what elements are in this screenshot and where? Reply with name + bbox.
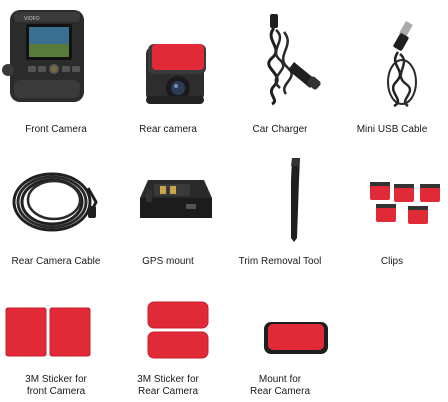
item-gps-mount: GPS mount	[112, 140, 224, 274]
mount-rear-camera-image	[224, 274, 336, 370]
item-clips: Clips	[336, 140, 448, 274]
item-rear-camera: Rear camera	[112, 0, 224, 140]
clips-image	[336, 140, 448, 252]
3m-sticker-rear-label-line1: 3M Sticker for	[137, 374, 199, 385]
mount-rear-camera-label-line1: Mount for	[258, 374, 302, 385]
item-car-charger: Car Charger	[224, 0, 336, 140]
item-3m-sticker-front: 3M Sticker for front Camera	[0, 274, 112, 402]
3m-sticker-rear-label-line2: Rear Camera	[137, 386, 199, 397]
3m-sticker-rear-image	[112, 274, 224, 370]
front-camera-image: VIOFO	[0, 0, 112, 118]
trim-removal-tool-image	[224, 140, 336, 252]
item-front-camera: VIOFO Front Camera	[0, 0, 112, 140]
gps-mount-label: GPS mount	[142, 256, 194, 267]
mount-rear-camera-label-line2: Rear Camera	[249, 386, 311, 397]
item-rear-camera-cable: Rear Camera Cable	[0, 140, 112, 274]
3m-sticker-front-label-line2: front Camera	[26, 386, 86, 397]
mini-usb-cable-label: Mini USB Cable	[356, 124, 428, 135]
3m-sticker-front-image	[0, 274, 112, 370]
item-3m-sticker-rear: 3M Sticker for Rear Camera	[112, 274, 224, 402]
item-mount-rear-camera: Mount for Rear Camera	[224, 274, 336, 402]
car-charger-label: Car Charger	[252, 124, 308, 135]
rear-camera-label: Rear camera	[139, 124, 197, 135]
front-camera-label: Front Camera	[25, 124, 87, 135]
trim-removal-tool-label: Trim Removal Tool	[238, 256, 322, 267]
mini-usb-cable-image	[336, 0, 448, 118]
rear-camera-image	[112, 0, 224, 118]
3m-sticker-front-label-line1: 3M Sticker for	[25, 374, 87, 385]
gps-mount-image	[112, 140, 224, 252]
car-charger-image	[224, 0, 336, 118]
front-camera-brand: VIOFO	[24, 16, 40, 22]
rear-camera-cable-image	[0, 140, 112, 252]
item-mini-usb-cable: Mini USB Cable	[336, 0, 448, 140]
clips-label: Clips	[380, 256, 404, 267]
item-trim-removal-tool: Trim Removal Tool	[224, 140, 336, 274]
rear-camera-cable-label: Rear Camera Cable	[11, 256, 101, 267]
